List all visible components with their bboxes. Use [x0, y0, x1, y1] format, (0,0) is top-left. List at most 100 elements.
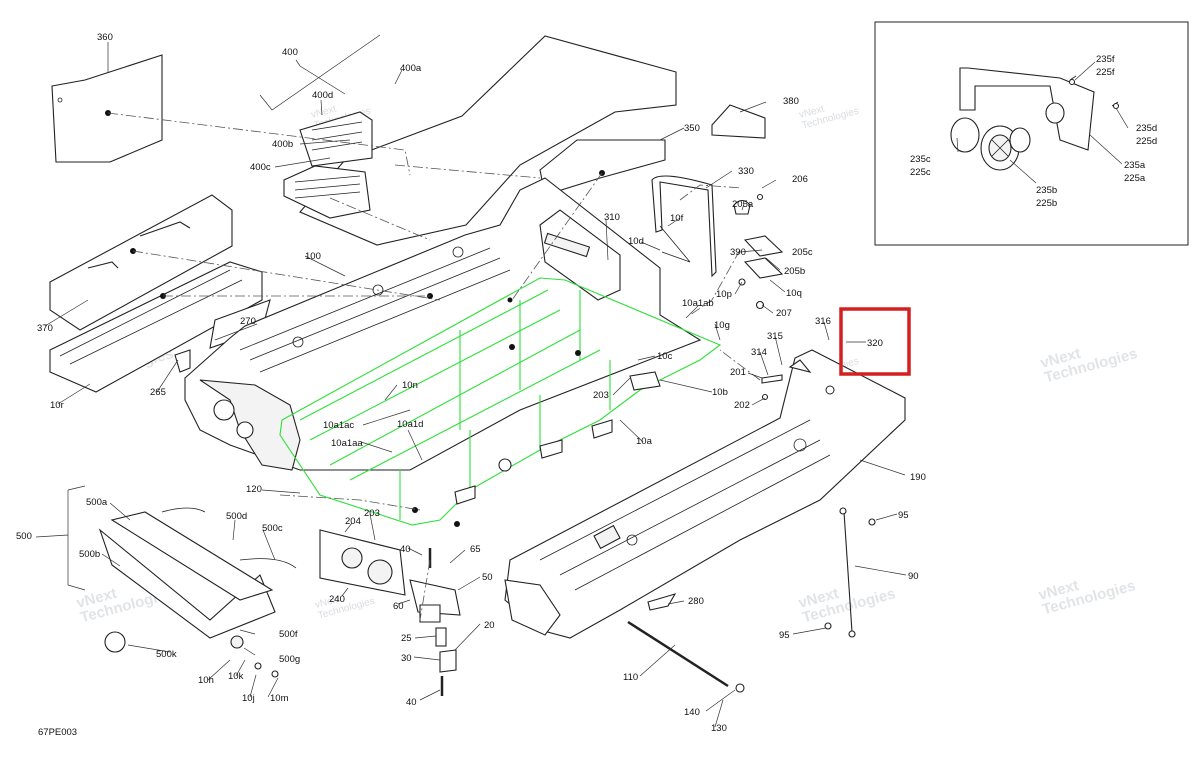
callout-10r: 10r [50, 400, 64, 411]
callout-225c: 225c [910, 167, 931, 178]
callout-500k: 500k [156, 649, 177, 660]
callout-350: 350 [684, 123, 700, 134]
callout-235d: 235d [1136, 123, 1157, 134]
cargo-floor-400 [283, 35, 677, 246]
figure-code: 67PE003 [38, 727, 77, 738]
callout-labels: 360 400 400a 400d 400b 400c 380 350 330 … [16, 32, 1157, 738]
callout-95-lower: 95 [779, 630, 790, 641]
callout-500b: 500b [79, 549, 100, 560]
side-rail-190 [504, 349, 906, 639]
callout-60: 60 [393, 601, 404, 612]
callout-225d: 225d [1136, 136, 1157, 147]
callout-10b: 10b [712, 387, 728, 398]
callout-400c: 400c [250, 162, 271, 173]
leader-lines [35, 34, 1129, 728]
callout-25: 25 [401, 633, 412, 644]
callout-10h: 10h [198, 675, 214, 686]
callout-235b: 235b [1036, 185, 1057, 196]
latch-hardware [659, 193, 784, 310]
callout-110: 110 [623, 672, 638, 683]
callout-280: 280 [688, 596, 704, 607]
callout-203-upper: 203 [593, 390, 609, 401]
callout-10c: 10c [657, 351, 673, 362]
callout-314: 314 [751, 347, 767, 358]
callout-65: 65 [470, 544, 481, 555]
hardware-right [761, 359, 876, 630]
bracket-380 [711, 104, 766, 139]
callout-50: 50 [482, 572, 493, 583]
callout-500c: 500c [262, 523, 283, 534]
callout-400d: 400d [312, 90, 333, 101]
callout-100: 100 [305, 251, 321, 262]
callout-225a: 225a [1124, 173, 1146, 184]
callout-40-lower: 40 [406, 697, 417, 708]
callout-140: 140 [684, 707, 700, 718]
callout-10j: 10j [242, 693, 255, 704]
callout-500d: 500d [226, 511, 247, 522]
callout-265: 265 [150, 387, 166, 398]
callout-10q: 10q [786, 288, 802, 299]
callout-320: 320 [867, 338, 883, 349]
highlight-box [839, 307, 911, 376]
callout-10d: 10d [628, 236, 644, 247]
callout-370: 370 [37, 323, 53, 334]
callout-40-upper: 40 [400, 544, 411, 555]
subframe-10a-highlighted [279, 277, 722, 527]
callout-10a: 10a [636, 436, 653, 447]
callout-202: 202 [734, 400, 750, 411]
gas-strut-90 [839, 507, 856, 638]
callout-235c: 235c [910, 154, 931, 165]
callout-225b: 225b [1036, 198, 1057, 209]
callout-315: 315 [767, 331, 783, 342]
callout-205a: 205a [732, 199, 754, 210]
pin-110 [627, 620, 745, 693]
callout-10f: 10f [670, 213, 684, 224]
callout-500a: 500a [86, 497, 108, 508]
callout-10a1d: 10a1d [397, 419, 423, 430]
tailgate-500 [98, 507, 297, 678]
assembly-lines [107, 112, 761, 621]
callout-130: 130 [711, 723, 727, 734]
callout-380: 380 [783, 96, 799, 107]
callout-235f: 235f [1096, 54, 1115, 65]
callout-90: 90 [908, 571, 919, 582]
callout-500g: 500g [279, 654, 300, 665]
callout-30: 30 [401, 653, 412, 664]
hitch-parts [409, 548, 461, 696]
callout-500: 500 [16, 531, 32, 542]
handle-330 [651, 175, 717, 278]
cover-350 [539, 139, 666, 196]
callout-316: 316 [815, 316, 831, 327]
callout-10g: 10g [714, 320, 730, 331]
callout-235a: 235a [1124, 160, 1146, 171]
callout-206: 206 [792, 174, 808, 185]
callout-390: 390 [730, 247, 746, 258]
callout-270: 270 [240, 316, 256, 327]
callout-400b: 400b [272, 139, 293, 150]
callout-120: 120 [246, 484, 262, 495]
callout-204: 204 [345, 516, 361, 527]
callout-240: 240 [329, 594, 345, 605]
callout-205c: 205c [792, 247, 813, 258]
callout-10k: 10k [228, 671, 244, 682]
heat-shield-370 [49, 194, 233, 331]
detail-inset [874, 21, 1189, 246]
callout-95-upper: 95 [898, 510, 909, 521]
callout-205b: 205b [784, 266, 805, 277]
callout-500f: 500f [279, 629, 298, 640]
callout-10n: 10n [402, 380, 418, 391]
clip-280 [647, 593, 677, 611]
side-panel-360 [51, 54, 163, 163]
callout-400a: 400a [400, 63, 422, 74]
callout-10a1ab: 10a1ab [682, 298, 714, 309]
callout-207: 207 [776, 308, 792, 319]
callout-20: 20 [484, 620, 495, 631]
callout-360: 360 [97, 32, 113, 43]
callout-10p: 10p [716, 289, 732, 300]
callout-201: 201 [730, 367, 746, 378]
callout-225f: 225f [1096, 67, 1115, 78]
callout-400: 400 [282, 47, 298, 58]
callout-10m: 10m [270, 693, 289, 704]
